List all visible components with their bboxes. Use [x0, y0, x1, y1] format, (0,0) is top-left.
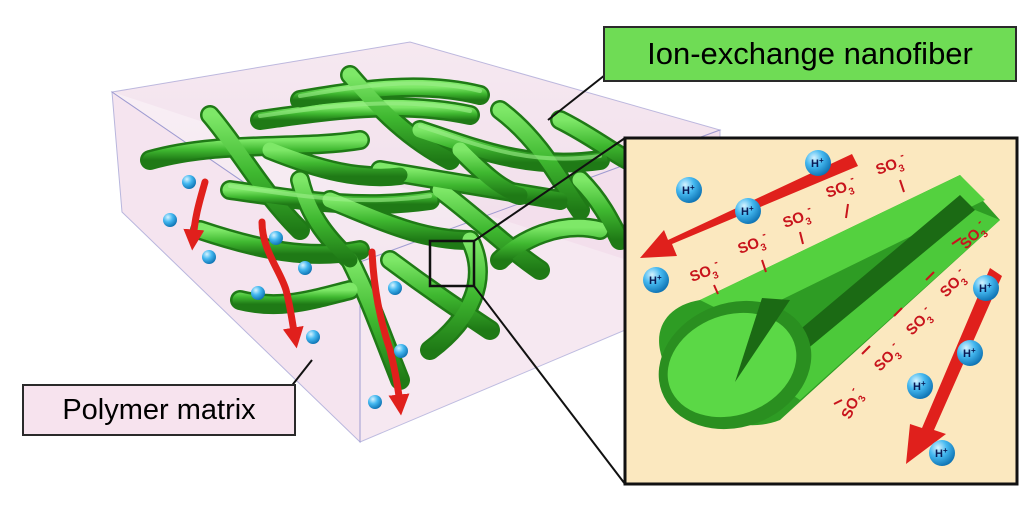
flow-arrow-3 [368, 248, 410, 416]
fiber-leader-line [547, 74, 606, 121]
matrix-protons [163, 175, 408, 409]
matrix-proton-arrows [183, 178, 410, 416]
proton-dot [306, 330, 320, 344]
proton-ion: H+ [805, 150, 831, 176]
so3-label: SO3- [780, 202, 818, 235]
inset-protons: H+ H+ H+ H+ H+ H+ [643, 150, 999, 466]
proton-ion: H+ [973, 275, 999, 301]
so3-label: SO3- [735, 228, 773, 261]
svg-text:H+: H+ [649, 273, 662, 287]
proton-dot [269, 231, 283, 245]
fiber-end-inner [667, 312, 797, 418]
svg-text:H+: H+ [935, 446, 948, 460]
connector-line-bottom [473, 285, 626, 485]
so3-label: SO3- [873, 149, 911, 182]
svg-text:H+: H+ [963, 346, 976, 360]
polymer-matrix-label: Polymer matrix [22, 384, 296, 436]
proton-dot [388, 281, 402, 295]
fiber-groove-light [770, 210, 1000, 400]
proton-ion: H+ [957, 340, 983, 366]
proton-ion: H+ [643, 267, 669, 293]
flow-arrow-1 [183, 178, 209, 251]
svg-text:H+: H+ [682, 183, 695, 197]
proton-dot [394, 344, 408, 358]
so3-label: SO3- [687, 256, 725, 289]
proton-dot [163, 213, 177, 227]
svg-text:H+: H+ [811, 156, 824, 170]
proton-ion: H+ [929, 440, 955, 466]
fiber-notch [735, 298, 790, 382]
nanofiber-network [140, 65, 660, 390]
svg-text:H+: H+ [979, 281, 992, 295]
proton-dot [202, 250, 216, 264]
proton-ion: H+ [907, 373, 933, 399]
inset-panel: SO3- SO3- SO3- SO3- SO3- SO3- [623, 136, 1019, 486]
proton-dot [251, 286, 265, 300]
flow-arrow-2 [258, 218, 304, 349]
fiber-cross-section [658, 175, 1000, 430]
svg-text:H+: H+ [913, 379, 926, 393]
proton-ion: H+ [735, 198, 761, 224]
connector-line-top [473, 137, 626, 242]
fiber-top-face [700, 175, 985, 320]
svg-text:H+: H+ [741, 204, 754, 218]
inset-arrow-bottom [906, 268, 1002, 464]
matrix-leader-line [289, 359, 313, 389]
so3-label: SO3- [823, 172, 861, 205]
zoom-indicator [428, 137, 626, 485]
proton-dot [182, 175, 196, 189]
proton-ion: H+ [676, 177, 702, 203]
zoom-box [428, 239, 476, 288]
proton-dot [298, 261, 312, 275]
nanofiber-label: Ion-exchange nanofiber [603, 26, 1017, 82]
proton-dot [368, 395, 382, 409]
